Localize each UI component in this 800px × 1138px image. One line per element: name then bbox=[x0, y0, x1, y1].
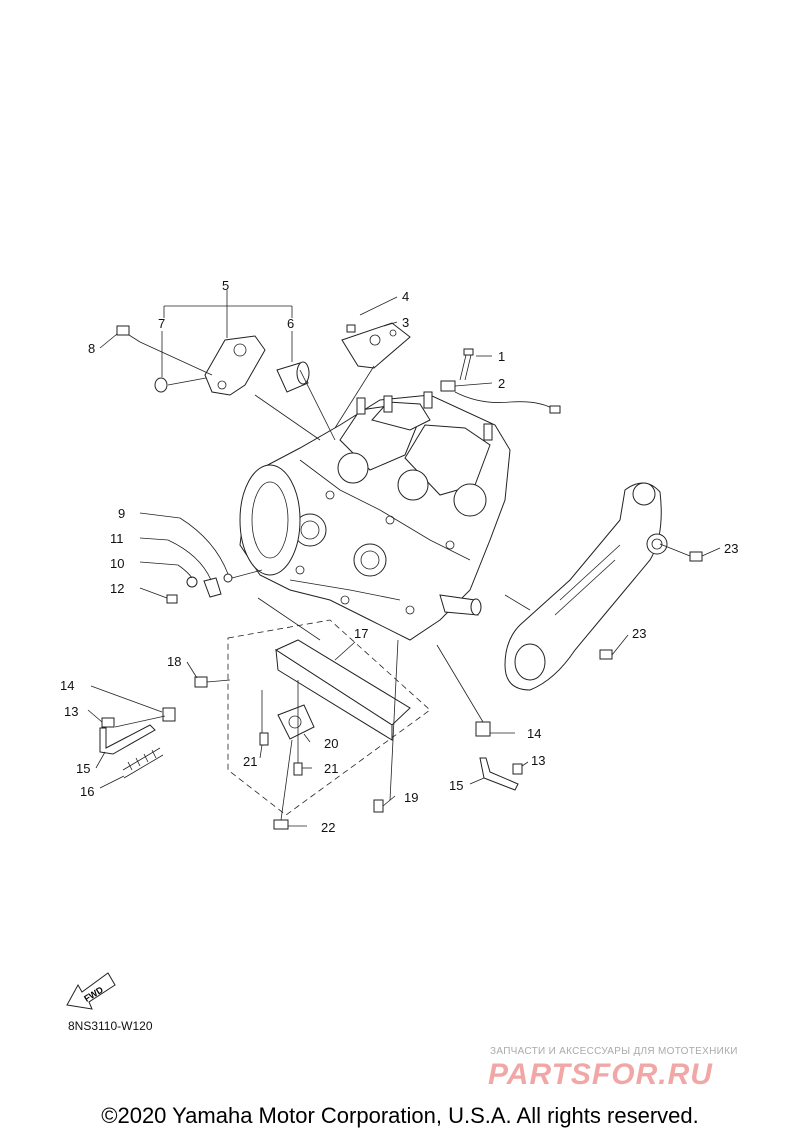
engine-block bbox=[239, 391, 511, 641]
callout-23-lower: 23 bbox=[632, 626, 646, 641]
callout-15-right: 15 bbox=[449, 778, 463, 793]
hose-group-right bbox=[475, 721, 523, 791]
callout-9: 9 bbox=[118, 506, 125, 521]
callout-20: 20 bbox=[324, 736, 338, 751]
engine-mount-arm bbox=[504, 482, 703, 691]
callout-5: 5 bbox=[222, 278, 229, 293]
engine-hanger bbox=[341, 322, 411, 369]
callout-numbers: 1 2 3 4 5 6 7 8 9 10 11 12 13 13 14 14 1… bbox=[60, 278, 738, 835]
callout-17: 17 bbox=[354, 626, 368, 641]
sensor-bolt-and-lead bbox=[440, 348, 561, 414]
callout-18: 18 bbox=[167, 654, 181, 669]
left-fittings bbox=[166, 573, 233, 604]
callout-21-right: 21 bbox=[324, 761, 338, 776]
callout-10: 10 bbox=[110, 556, 124, 571]
fwd-arrow-icon: FWD bbox=[66, 972, 116, 1010]
copyright-notice: ©2020 Yamaha Motor Corporation, U.S.A. A… bbox=[101, 1103, 699, 1128]
callout-1: 1 bbox=[498, 349, 505, 364]
callout-23-upper: 23 bbox=[724, 541, 738, 556]
leader-lines bbox=[87, 290, 721, 827]
callout-14-left: 14 bbox=[60, 678, 74, 693]
callout-11: 11 bbox=[110, 531, 124, 546]
callout-13-left: 13 bbox=[64, 704, 78, 719]
callout-12: 12 bbox=[110, 581, 124, 596]
callout-22: 22 bbox=[321, 820, 335, 835]
callout-3: 3 bbox=[402, 315, 409, 330]
callout-6: 6 bbox=[287, 316, 294, 331]
callout-13-right: 13 bbox=[531, 753, 545, 768]
hose-group-left bbox=[99, 707, 176, 779]
callout-8: 8 bbox=[88, 341, 95, 356]
diagram-code: 8NS3110-W120 bbox=[68, 1019, 153, 1033]
callout-15-left: 15 bbox=[76, 761, 90, 776]
callout-2: 2 bbox=[498, 376, 505, 391]
callout-14-right: 14 bbox=[527, 726, 541, 741]
engine-mount-bracket bbox=[116, 325, 310, 396]
callout-21-left: 21 bbox=[243, 754, 257, 769]
watermark-tagline: ЗАПЧАСТИ И АКСЕССУАРЫ ДЛЯ МОТОТЕХНИКИ bbox=[490, 1046, 738, 1057]
callout-4: 4 bbox=[402, 289, 409, 304]
watermark-logo: PARTSFOR.RU bbox=[488, 1058, 713, 1091]
callout-7: 7 bbox=[158, 316, 165, 331]
callout-16: 16 bbox=[80, 784, 94, 799]
callout-19: 19 bbox=[404, 790, 418, 805]
mount-plate-assembly bbox=[194, 619, 431, 830]
